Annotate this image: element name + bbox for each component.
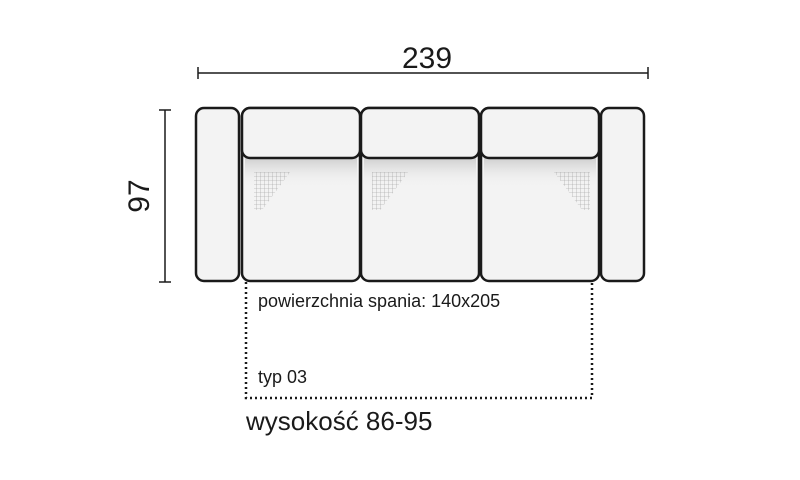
depth-dimension-label: 97 xyxy=(123,179,156,213)
backrest-right xyxy=(479,106,601,160)
sleeping-area-outline xyxy=(244,282,594,400)
type-label: typ 03 xyxy=(258,367,308,387)
width-dimension-line xyxy=(197,67,649,79)
depth-dimension-line xyxy=(159,109,171,283)
height-label: wysokość 86-95 xyxy=(246,406,433,436)
sleeping-area-label: powierzchnia spania: 140x205 xyxy=(258,291,501,311)
right-armrest xyxy=(599,106,646,283)
backrest-middle xyxy=(359,106,481,160)
backrest-left xyxy=(240,106,362,160)
left-armrest xyxy=(194,106,241,283)
width-dimension-label: 239 xyxy=(401,42,453,75)
